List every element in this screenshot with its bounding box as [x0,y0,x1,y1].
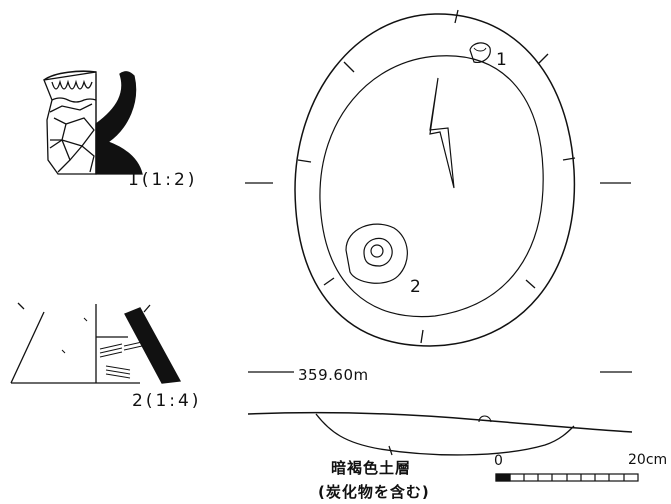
soil-layer-label: 暗褐色土層 [331,459,412,477]
scale-end-label: 20cm [628,452,668,468]
pottery-vessel-2-drawing [10,302,182,384]
artifact-1-caption: 1(1:2) [128,170,198,190]
soil-layer-note: (炭化物を含む) [318,483,430,501]
feature-2-hollow [345,223,408,284]
pottery-sherd-1-drawing [43,70,143,175]
feature-1-label: 1 [496,50,507,70]
feature-2-label: 2 [410,277,421,297]
elevation-label: 359.60m [298,366,369,384]
pit-section-profile [247,411,633,456]
reference-ticks [245,182,632,373]
pit-plan-view [294,9,576,347]
stone-1 [469,42,491,63]
scale-bar [495,473,639,482]
artifact-2-caption: 2(1:4) [132,391,202,411]
scale-start-label: 0 [494,453,503,469]
